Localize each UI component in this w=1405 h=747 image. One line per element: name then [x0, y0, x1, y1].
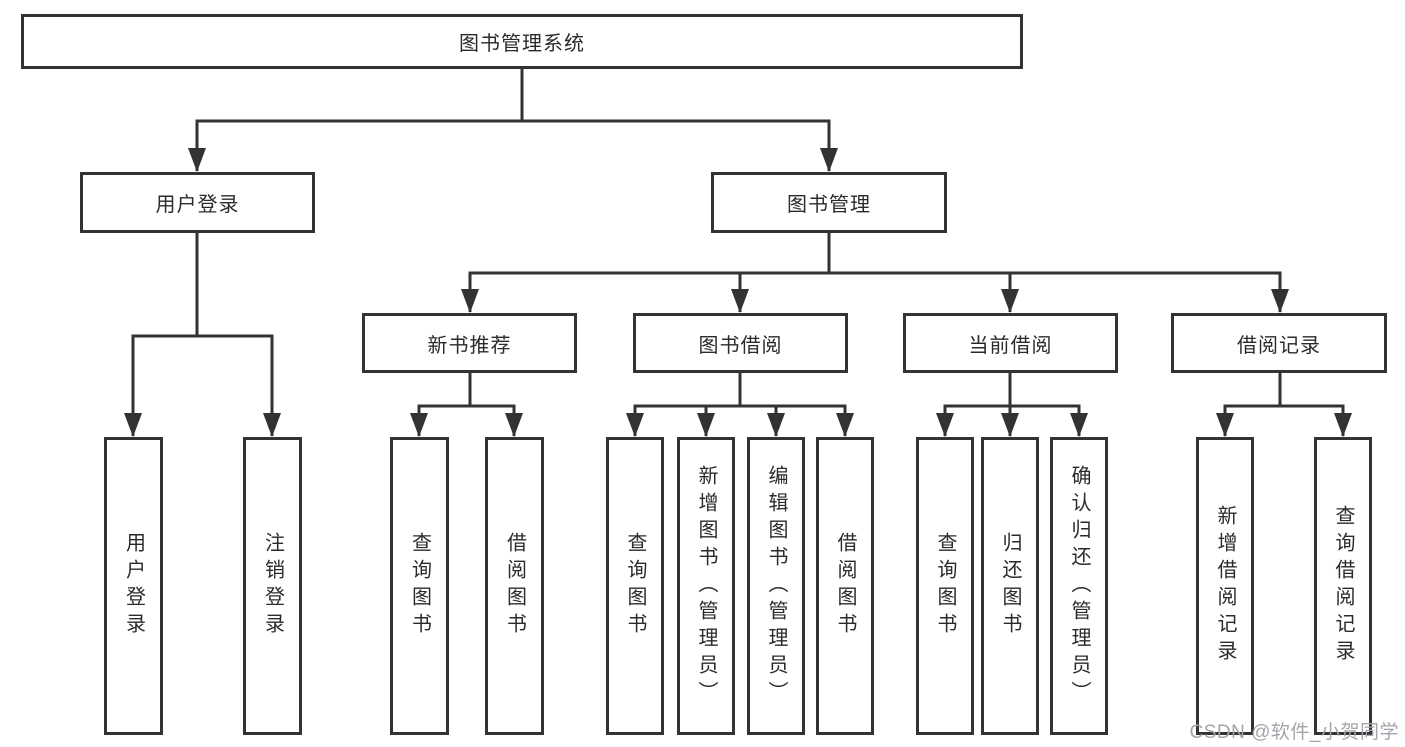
leaf-query-books-borrow: 查询图书 — [606, 437, 664, 735]
leaf-confirm-return-admin: 确认归还（管理员） — [1050, 437, 1108, 735]
leaf-add-borrow-record: 新增借阅记录 — [1196, 437, 1254, 735]
node-label: 新书推荐 — [427, 334, 512, 357]
leaf-label: 注销登录 — [261, 532, 284, 640]
node-book-management: 图书管理 — [711, 172, 947, 233]
leaf-borrow-books: 借阅图书 — [816, 437, 874, 735]
leaf-label: 查询图书 — [408, 532, 431, 640]
leaf-label: 编辑图书（管理员） — [765, 464, 787, 708]
leaf-label: 新增图书（管理员） — [695, 464, 717, 708]
leaf-label: 借阅图书 — [834, 532, 856, 640]
leaf-label: 归还图书 — [999, 532, 1021, 640]
leaf-query-borrow-record: 查询借阅记录 — [1314, 437, 1372, 735]
leaf-label: 查询图书 — [624, 532, 646, 640]
node-borrow-records: 借阅记录 — [1171, 313, 1387, 373]
leaf-add-book-admin: 新增图书（管理员） — [677, 437, 735, 735]
leaf-borrow-books-recommend: 借阅图书 — [485, 437, 544, 735]
leaf-edit-book-admin: 编辑图书（管理员） — [747, 437, 805, 735]
leaf-label: 查询借阅记录 — [1332, 505, 1354, 667]
node-label: 用户登录 — [155, 194, 240, 216]
node-current-borrow: 当前借阅 — [903, 313, 1118, 373]
node-book-borrow: 图书借阅 — [633, 313, 848, 373]
node-root: 图书管理系统 — [21, 14, 1023, 69]
node-new-book-recommend: 新书推荐 — [362, 313, 577, 373]
node-label: 图书借阅 — [698, 334, 783, 357]
leaf-label: 借阅图书 — [503, 532, 526, 640]
leaf-user-login: 用户登录 — [104, 437, 163, 735]
leaf-query-books-recommend: 查询图书 — [390, 437, 449, 735]
leaf-label: 确认归还（管理员） — [1068, 464, 1090, 708]
node-label: 图书管理 — [787, 194, 871, 216]
node-label: 当前借阅 — [968, 334, 1053, 357]
node-label: 图书管理系统 — [459, 33, 585, 55]
node-label: 借阅记录 — [1237, 334, 1321, 357]
leaf-label: 新增借阅记录 — [1214, 505, 1236, 667]
leaf-logout: 注销登录 — [243, 437, 302, 735]
leaf-query-books-current: 查询图书 — [916, 437, 974, 735]
leaf-return-book: 归还图书 — [981, 437, 1039, 735]
node-user-login-group: 用户登录 — [80, 172, 315, 233]
leaf-label: 查询图书 — [934, 532, 956, 640]
leaf-label: 用户登录 — [122, 532, 145, 640]
watermark: CSDN @软件_小贺同学 — [1189, 722, 1399, 743]
